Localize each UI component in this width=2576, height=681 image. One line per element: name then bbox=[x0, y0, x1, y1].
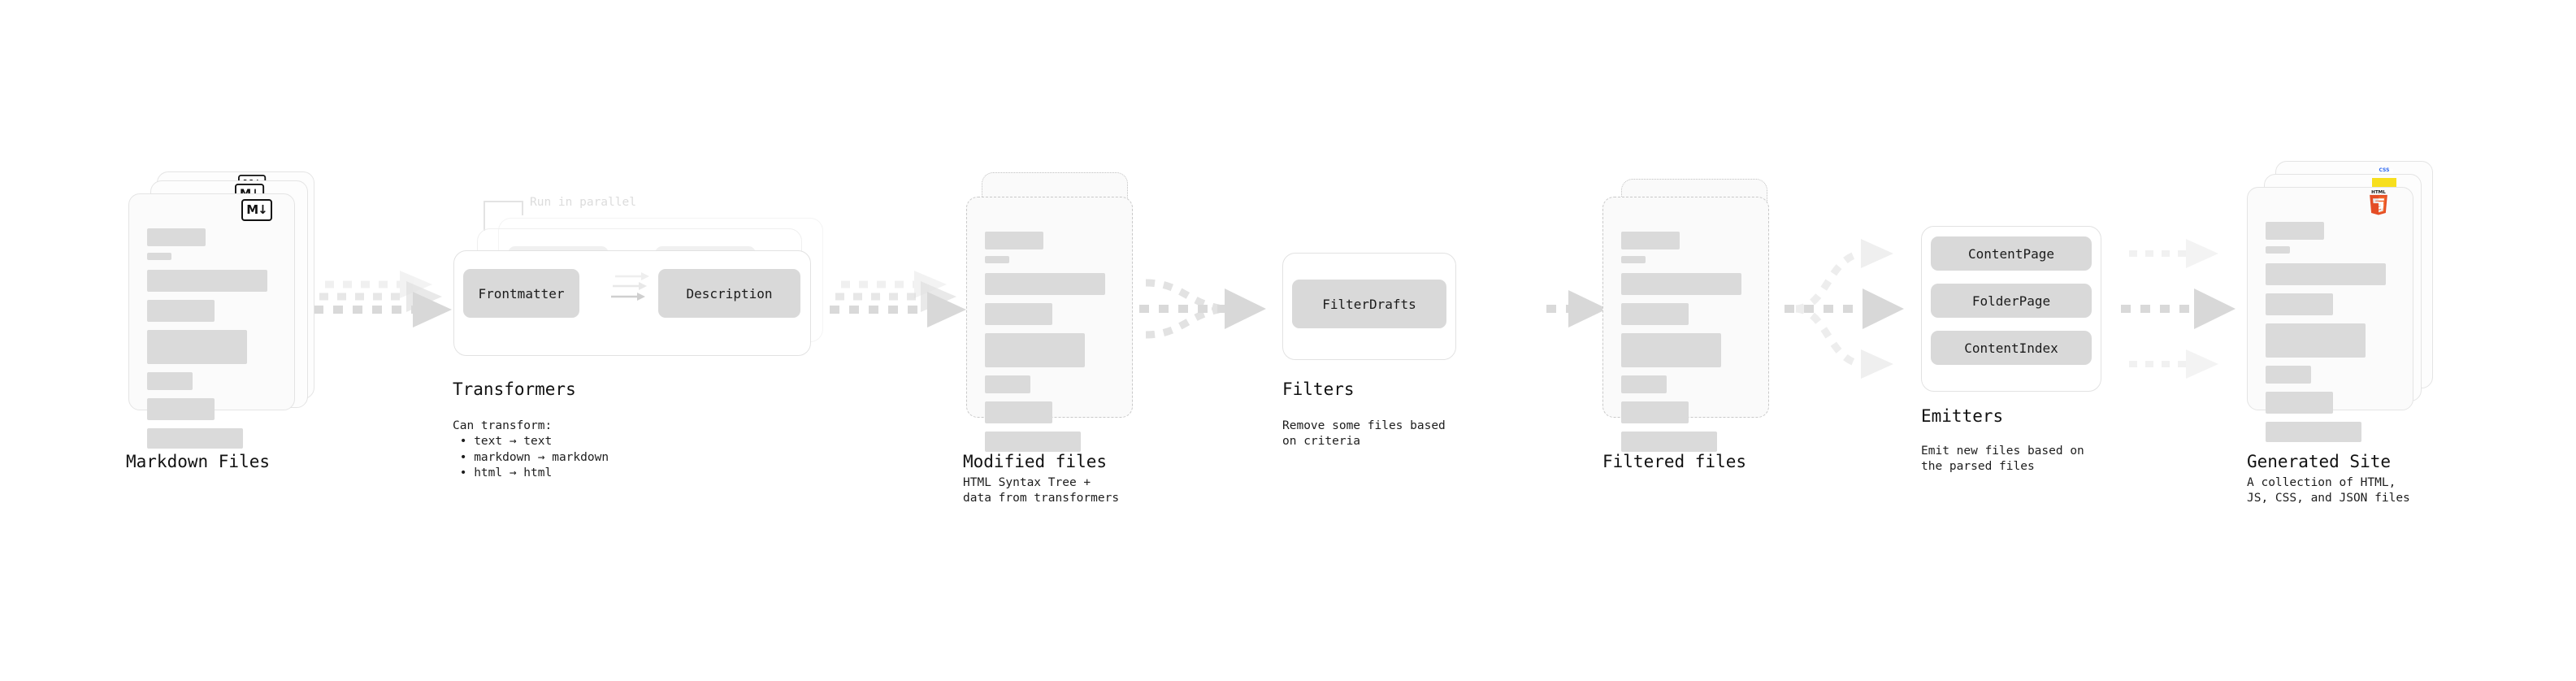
skeleton-row bbox=[147, 228, 206, 246]
connector-filtered-to-emitters bbox=[1785, 239, 1904, 379]
skeleton-row bbox=[1621, 256, 1646, 263]
skeleton-row bbox=[147, 428, 243, 449]
stage-subtitle-filters: Remove some files based on criteria bbox=[1282, 419, 1446, 449]
skeleton-row bbox=[2266, 293, 2333, 315]
skeleton-row bbox=[2266, 246, 2290, 254]
site-file-card-front bbox=[2247, 187, 2413, 442]
transformers-chip-frontmatter[interactable]: Frontmatter bbox=[463, 269, 579, 318]
stage-title-modified-files: Modified files bbox=[963, 452, 1108, 471]
emitters-chip-contentpage[interactable]: ContentPage bbox=[1931, 236, 2092, 271]
stage-subtitle-emitters: Emit new files based on the parsed files bbox=[1921, 445, 2084, 474]
stage-title-filtered-files: Filtered files bbox=[1602, 452, 1747, 471]
skeleton-row bbox=[985, 303, 1052, 325]
stage-title-markdown-files: Markdown Files bbox=[126, 452, 271, 471]
emitters-chip-contentindex[interactable]: ContentIndex bbox=[1931, 331, 2092, 365]
stage-title-emitters: Emitters bbox=[1921, 406, 2004, 426]
connector-transformers-to-modified bbox=[830, 271, 966, 327]
stage-subtitle-transformers: Can transform: • text → text • markdown … bbox=[453, 419, 609, 479]
skeleton-row bbox=[985, 375, 1030, 393]
skeleton-row bbox=[2266, 323, 2366, 358]
transformers-chip-description[interactable]: Description bbox=[658, 269, 800, 318]
skeleton-row bbox=[1621, 432, 1717, 452]
stage-title-filters: Filters bbox=[1282, 380, 1355, 399]
stage-title-transformers: Transformers bbox=[453, 380, 576, 399]
stage-subtitle-generated-site: A collection of HTML, JS, CSS, and JSON … bbox=[2247, 476, 2410, 505]
skeleton-row bbox=[147, 330, 247, 364]
skeleton-row bbox=[147, 270, 267, 292]
connector-md-to-transformers bbox=[314, 271, 452, 327]
skeleton-row bbox=[1621, 333, 1721, 367]
markdown-file-card-front bbox=[128, 193, 295, 449]
skeleton-row bbox=[2266, 422, 2361, 442]
run-in-parallel-label: Run in parallel bbox=[530, 196, 636, 209]
skeleton-row bbox=[147, 300, 215, 322]
skeleton-row bbox=[985, 256, 1009, 263]
html5-badge: HTML bbox=[2366, 190, 2391, 218]
skeleton-row bbox=[985, 401, 1052, 423]
skeleton-row bbox=[985, 273, 1105, 295]
connector-modified-to-filters bbox=[1139, 279, 1266, 339]
skeleton-row bbox=[2266, 222, 2324, 240]
connector-filters-to-filtered bbox=[1546, 290, 1607, 327]
skeleton-row bbox=[2266, 263, 2386, 285]
skeleton-row bbox=[1621, 303, 1689, 325]
skeleton-row bbox=[147, 372, 193, 390]
skeleton-row bbox=[985, 432, 1081, 452]
emitters-chip-folderpage[interactable]: FolderPage bbox=[1931, 284, 2092, 318]
skeleton-row bbox=[147, 253, 171, 260]
skeleton-row bbox=[147, 398, 215, 420]
skeleton-row bbox=[985, 232, 1043, 249]
skeleton-row bbox=[2266, 392, 2333, 414]
filtered-file-card-front bbox=[1602, 197, 1769, 452]
svg-text:HTML: HTML bbox=[2371, 190, 2386, 195]
skeleton-row bbox=[985, 333, 1085, 367]
skeleton-row bbox=[1621, 273, 1741, 295]
modified-file-card-front bbox=[966, 197, 1133, 452]
stage-title-generated-site: Generated Site bbox=[2247, 452, 2392, 471]
filters-chip-filterdrafts[interactable]: FilterDrafts bbox=[1292, 280, 1446, 328]
markdown-badge-front: M↓ bbox=[241, 199, 272, 221]
connector-emitters-to-site bbox=[2121, 239, 2236, 379]
skeleton-row bbox=[2266, 366, 2311, 384]
skeleton-row bbox=[1621, 232, 1680, 249]
css-badge-label: CSS bbox=[2379, 167, 2390, 173]
skeleton-row bbox=[1621, 401, 1689, 423]
skeleton-row bbox=[1621, 375, 1667, 393]
stage-subtitle-modified-files: HTML Syntax Tree + data from transformer… bbox=[963, 476, 1120, 505]
